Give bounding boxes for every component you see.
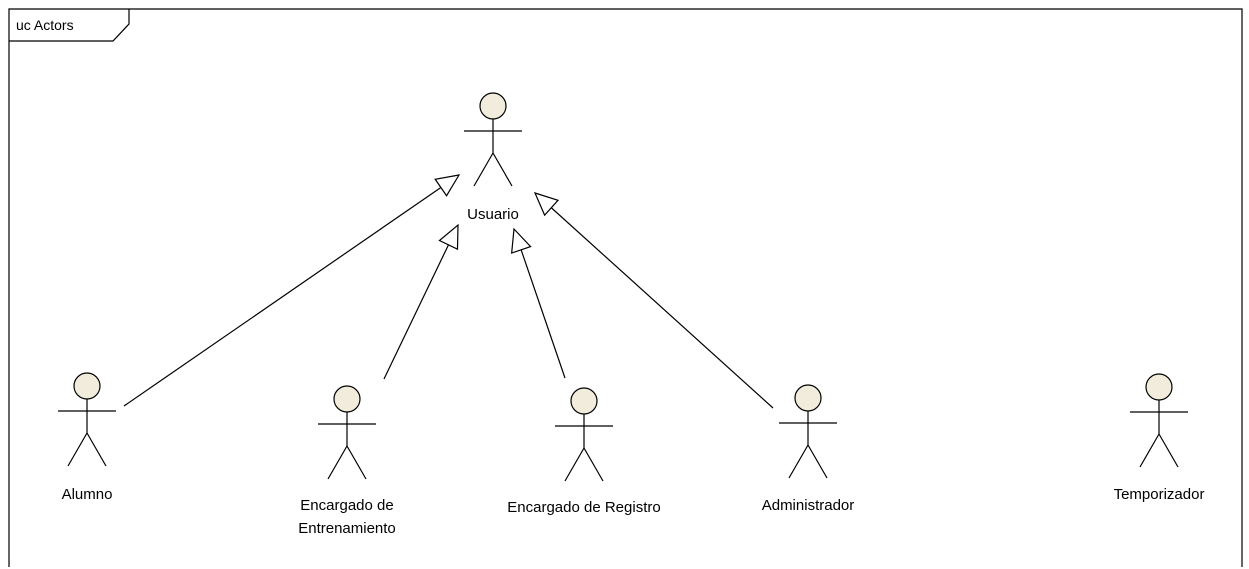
generalization-line	[520, 249, 566, 379]
generalization-arrowhead	[438, 223, 459, 251]
actor-label: Administrador	[762, 497, 855, 514]
actor-encargado-registro: Encargado de Registro	[507, 387, 661, 516]
actor-head	[794, 384, 822, 412]
actor-alumno: Alumno	[58, 372, 116, 503]
actor-temporizador: Temporizador	[1114, 373, 1205, 503]
generalization-arrowhead	[434, 174, 461, 197]
generalization-encargado-registro-to-usuario	[510, 227, 566, 379]
generalization-arrowhead	[510, 227, 532, 254]
actor-right-leg	[807, 444, 828, 479]
generalization-line	[550, 207, 774, 409]
actor-left-leg	[788, 444, 809, 479]
actor-label: Temporizador	[1114, 486, 1205, 503]
actor-left-leg	[327, 445, 348, 480]
diagram-frame: uc Actors	[8, 8, 1243, 567]
frame-title: uc Actors	[16, 17, 74, 33]
actor-label: Encargado de Registro	[507, 499, 660, 516]
actor-right-leg	[86, 432, 107, 467]
actor-head	[479, 92, 507, 120]
actor-head	[1145, 373, 1173, 401]
actor-left-leg	[473, 152, 494, 187]
generalization-alumno-to-usuario	[123, 174, 461, 407]
actor-right-leg	[346, 445, 367, 480]
generalization-arrows	[123, 174, 774, 409]
actor-label: Usuario	[467, 206, 519, 223]
generalization-line	[383, 244, 450, 380]
actor-label: Encargado de	[300, 497, 393, 514]
generalization-line	[123, 186, 442, 407]
actor-encargado-entrenamiento: Encargado de Entrenamiento	[298, 385, 396, 537]
actor-left-leg	[67, 432, 88, 467]
generalization-encargado-entrenamiento-to-usuario	[383, 223, 459, 380]
actor-head	[73, 372, 101, 400]
actor-head	[570, 387, 598, 415]
actor-usuario: Usuario	[464, 92, 522, 223]
actor-right-leg	[1158, 433, 1179, 468]
actor-left-leg	[1139, 433, 1160, 468]
generalization-administrador-to-usuario	[533, 192, 774, 409]
actor-label: Alumno	[62, 486, 113, 503]
actor-right-leg	[583, 447, 604, 482]
actor-administrador: Administrador	[762, 384, 855, 514]
actor-label: Entrenamiento	[298, 520, 396, 537]
generalization-arrowhead	[533, 192, 560, 217]
actor-right-leg	[492, 152, 513, 187]
actor-head	[333, 385, 361, 413]
actor-left-leg	[564, 447, 585, 482]
